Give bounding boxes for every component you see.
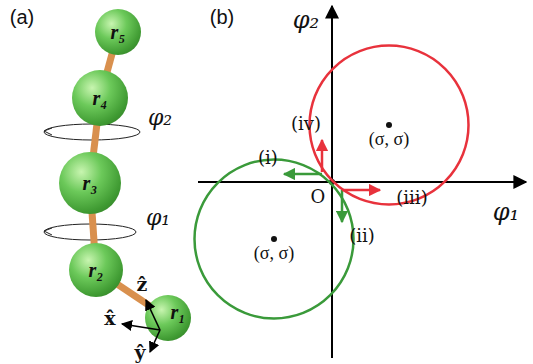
axis-label: x̂: [104, 309, 115, 328]
position-label: r₄: [93, 87, 108, 110]
direction-label: (iii): [396, 189, 427, 207]
position-label: r₃: [83, 172, 98, 195]
rotation-arrow: [44, 128, 52, 135]
circle-outline: [310, 46, 469, 205]
atom-sphere: r₁: [145, 295, 191, 341]
atom-sphere: r₂: [69, 243, 123, 297]
origin-label: O: [311, 188, 326, 206]
center-dot: [386, 122, 392, 128]
dihedral-label: φ₂: [148, 107, 172, 129]
atom-sphere: r₄: [72, 70, 128, 126]
panel-label: (a): [10, 7, 34, 27]
circle-outline: [308, 44, 470, 206]
center-label: (σ, σ): [369, 129, 409, 150]
axis-label: φ₁: [493, 200, 519, 224]
axis-label: ŷ: [134, 343, 145, 362]
atom-sphere: r₃: [59, 152, 121, 214]
position-label: r₂: [89, 259, 104, 282]
direction-label: (iv): [291, 115, 321, 133]
direction-label: (ii): [349, 227, 375, 245]
direction-label: (i): [258, 149, 278, 167]
region-circle: (σ, σ): [193, 158, 355, 320]
phi1-axis: [198, 181, 526, 183]
bond: [93, 124, 97, 154]
circle-outline: [193, 158, 355, 320]
center-dot: [271, 236, 277, 242]
bond: [92, 212, 94, 245]
position-label: r₁: [171, 301, 186, 324]
axis-label: ẑ: [137, 275, 148, 294]
direction-arrow: [342, 189, 380, 192]
atom-sphere: r₅: [95, 9, 141, 55]
axis-label: φ₂: [293, 8, 319, 32]
center-label: (σ, σ): [254, 243, 294, 264]
rotation-arrow: [44, 228, 52, 235]
region-circle: (σ, σ): [308, 44, 470, 206]
dihedral-label: φ₁: [146, 207, 170, 229]
bond: [107, 52, 113, 73]
position-label: r₅: [111, 21, 126, 44]
panel-label: (b): [210, 7, 234, 27]
circle-outline: [195, 160, 354, 319]
